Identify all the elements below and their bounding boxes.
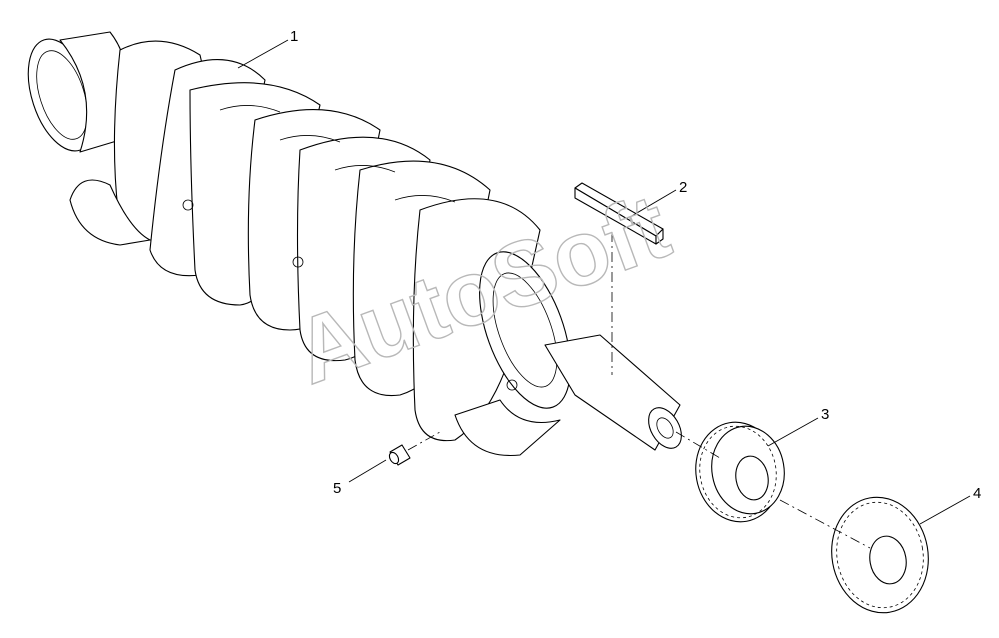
callout-1: 1: [290, 28, 298, 45]
crankshaft: [27, 31, 682, 457]
gear-4: [831, 496, 929, 614]
callout-4: 4: [973, 485, 981, 502]
pin: [388, 444, 411, 466]
leader-lines: [237, 39, 971, 525]
callout-2: 2: [679, 179, 687, 196]
assembly-lines: [407, 232, 871, 549]
key: [574, 182, 664, 245]
gear-3: [695, 421, 785, 523]
callout-5: 5: [333, 480, 341, 497]
callout-3: 3: [821, 406, 829, 423]
callouts: 1 2 3 4 5: [290, 28, 981, 502]
